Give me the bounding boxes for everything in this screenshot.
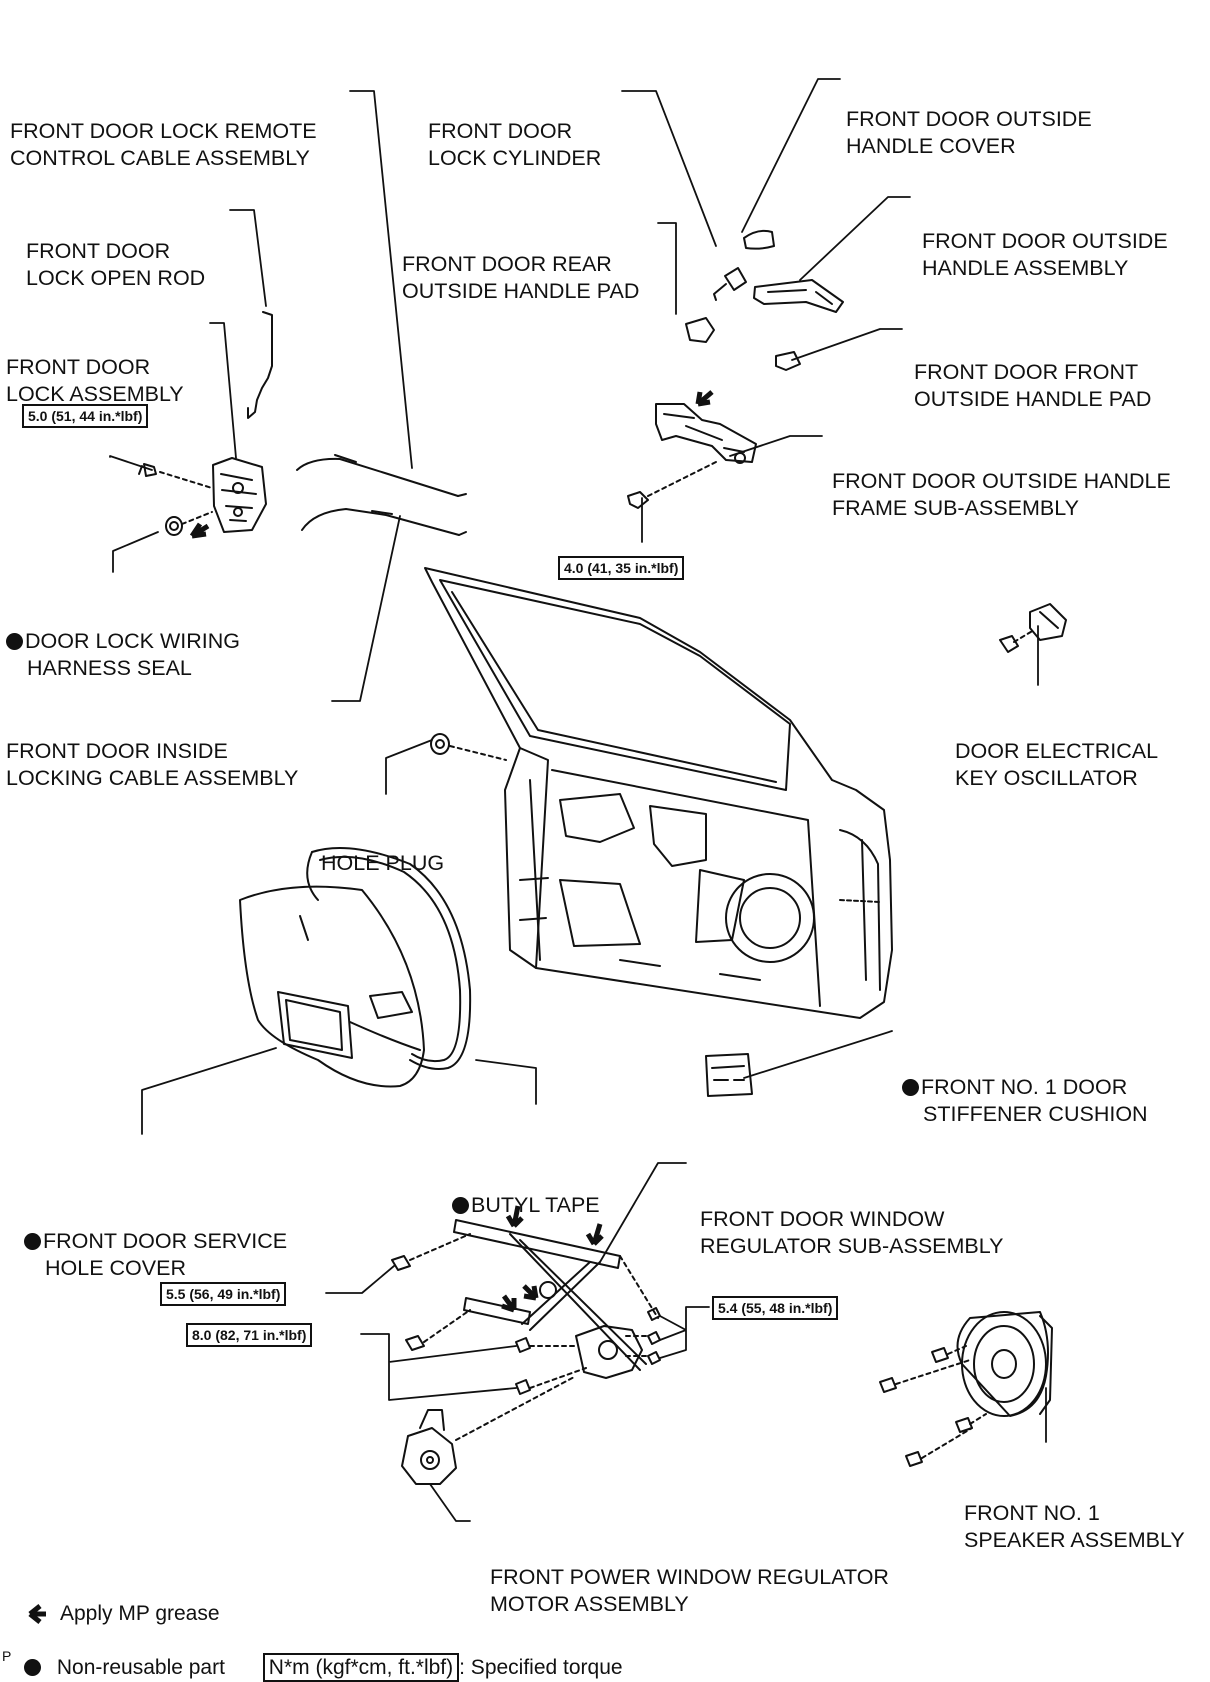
torque-regulator-right: 5.4 (55, 48 in.*lbf)	[712, 1296, 839, 1320]
torque-regulator-lower: 8.0 (82, 71 in.*lbf)	[186, 1323, 313, 1347]
outside-handle	[753, 279, 844, 313]
inside-locking-cable	[301, 508, 467, 536]
speaker-assembly	[956, 1311, 1053, 1417]
frame-bolt	[627, 491, 649, 509]
legend-grease: Apply MP grease	[60, 1602, 220, 1625]
front-pad	[775, 351, 801, 371]
regulator-motor	[401, 1409, 457, 1485]
door-lock-assembly	[212, 457, 267, 533]
lock-open-rod	[247, 311, 273, 419]
non-reusable-dot-icon	[452, 1197, 469, 1214]
torque-handle-frame: 4.0 (41, 35 in.*lbf)	[558, 556, 685, 580]
leader-lines	[109, 78, 1047, 1522]
torque-regulator-upper: 5.5 (56, 49 in.*lbf)	[160, 1282, 287, 1306]
regulator-guides	[409, 1233, 659, 1389]
lock-cylinder	[713, 267, 747, 301]
non-reusable-dot-icon	[902, 1079, 919, 1096]
label-butyl-tape: BUTYL TAPE	[452, 1138, 600, 1246]
legend-nonreusable: Non-reusable part N*m (kgf*cm, ft.*lbf):…	[24, 1653, 623, 1682]
butyl-tape	[306, 847, 472, 1070]
non-reusable-dot-icon	[6, 633, 23, 650]
handle-frame	[655, 403, 757, 464]
hole-plug-guide	[449, 745, 507, 761]
speaker-guides	[895, 1345, 987, 1459]
label-hole-plug: HOLE PLUG	[321, 851, 445, 875]
rear-pad	[685, 317, 715, 343]
door-hole-plug	[430, 733, 450, 755]
door-shell	[424, 567, 893, 1019]
motor-guide	[455, 1375, 577, 1441]
seal-guide	[181, 511, 213, 525]
harness-seal	[165, 516, 183, 536]
lock-bolt-guide	[159, 471, 213, 489]
regulator-bolts	[391, 1255, 661, 1395]
non-reusable-dot-icon	[24, 1233, 41, 1250]
speaker-screws	[879, 1347, 973, 1467]
grease-arrows	[28, 390, 714, 1624]
legend-grease-arrow	[28, 1604, 46, 1624]
stiffener-cushion	[705, 1053, 753, 1097]
key-oscillator	[999, 603, 1067, 653]
frame-bolt-guide	[647, 461, 717, 497]
window-regulator	[453, 1219, 647, 1379]
remote-control-cable	[296, 454, 467, 497]
oscillator-guide	[1013, 629, 1035, 643]
corner-mark: P	[2, 1648, 12, 1664]
service-hole-cover	[239, 885, 425, 1088]
outside-handle-cover	[743, 229, 775, 250]
torque-lock-assembly: 5.0 (51, 44 in.*lbf)	[22, 404, 149, 428]
